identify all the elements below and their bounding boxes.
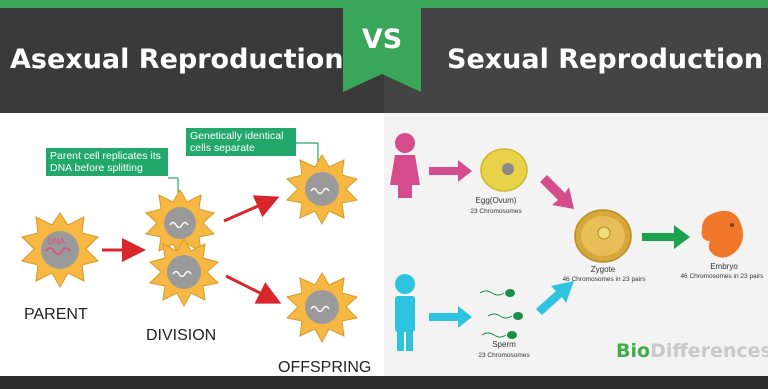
callout-replicate-dna: Parent cell replicates its DNA before sp…	[46, 148, 168, 176]
zygote-chromosomes: 46 Chromosomes in 23 pairs	[562, 276, 646, 283]
logo-part-bio: Bio	[616, 340, 651, 362]
stage-offspring-label: OFFSPRING	[278, 359, 372, 376]
offspring-cell-top	[285, 154, 359, 226]
parent-dna-label: DNA	[48, 237, 66, 246]
arrow-male-to-sperm	[429, 306, 472, 328]
asexual-title: Asexual Reproduction	[10, 44, 344, 75]
embryo-label: Embryo	[710, 262, 738, 271]
biodifferences-logo: BioDifferences	[616, 340, 768, 362]
sperm-cells	[479, 289, 523, 339]
dividing-cell-bottom	[148, 238, 220, 308]
comparison-header: Asexual Reproduction Sexual Reproduction…	[0, 0, 768, 113]
embryo-chromosomes: 46 Chromosomes in 23 pairs	[680, 273, 764, 280]
header-right-panel	[384, 8, 768, 113]
zygote-label: Zygote	[590, 265, 616, 274]
asexual-diagram: DNA	[21, 142, 359, 344]
egg-label: Egg(Ovum)	[475, 196, 517, 205]
female-figure-icon	[390, 133, 420, 198]
egg-cell	[480, 148, 528, 192]
arrow-division-to-offspring-top	[223, 195, 280, 223]
offspring-cell-bottom	[285, 272, 359, 344]
stage-parent-label: PARENT	[24, 306, 88, 323]
logo-part-differences: Differences	[650, 340, 768, 362]
arrow-egg-to-zygote	[540, 175, 574, 209]
arrow-division-to-offspring-bottom	[225, 274, 282, 304]
male-figure-icon	[395, 274, 415, 351]
arrow-zygote-to-embryo	[642, 225, 690, 249]
sperm-chromosomes: 23 Chromosomes	[478, 352, 530, 359]
arrow-sperm-to-zygote	[536, 281, 574, 315]
sexual-diagram	[390, 133, 743, 351]
callout-identical-cells: Genetically identical cells separate	[186, 128, 296, 156]
stage-division-label: DIVISION	[146, 327, 217, 344]
zygote-cell	[574, 209, 632, 263]
embryo-icon	[701, 210, 743, 258]
bottom-bar	[0, 376, 768, 389]
parent-cell	[21, 212, 99, 289]
vs-label: VS	[361, 24, 403, 55]
vs-ribbon	[343, 0, 421, 92]
dividing-cell-top	[144, 189, 216, 259]
sperm-label: Sperm	[492, 340, 516, 349]
sexual-title: Sexual Reproduction	[447, 44, 764, 75]
arrow-female-to-egg	[429, 160, 472, 182]
egg-chromosomes: 23 Chromosomes	[470, 208, 522, 215]
header-left-panel	[0, 8, 384, 113]
